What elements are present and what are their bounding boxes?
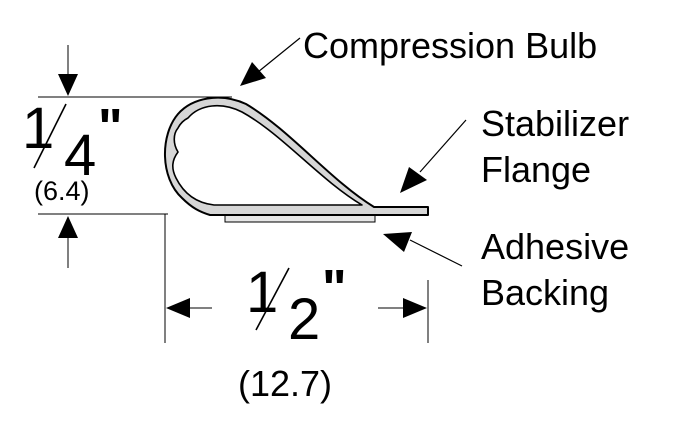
flange-label: Flange [481,149,592,190]
height-numerator: 1 [22,96,55,161]
height-fraction-slash [33,103,67,169]
width-fraction-slash [255,267,290,331]
width-metric: (12.7) [238,363,333,404]
adhesive-callout-arrow-icon [383,232,412,252]
callout-leaders [240,37,467,267]
bulb-hollow [172,105,363,206]
stabilizer-label: Stabilizer [481,103,630,144]
arrow-up-icon [58,216,78,238]
bulb-callout-arrow-icon [240,62,266,86]
width-numerator: 1 [246,260,279,325]
backing-label: Backing [481,272,610,313]
flange-callout-arrow-icon [400,167,427,193]
arrow-down-icon [58,74,78,96]
width-inch-mark: " [322,260,347,318]
height-inch-mark: " [98,99,123,157]
adhesive-label: Adhesive [481,226,630,267]
width-dimension-arrows [166,298,427,318]
height-dimension-arrows [58,45,78,268]
extension-lines [38,96,429,343]
arrow-right-icon [403,298,427,318]
compression-bulb-label: Compression Bulb [303,25,598,66]
height-metric: (6.4) [34,176,90,206]
width-denominator: 2 [288,287,321,352]
arrow-left-icon [166,298,190,318]
height-denominator: 4 [64,123,97,188]
